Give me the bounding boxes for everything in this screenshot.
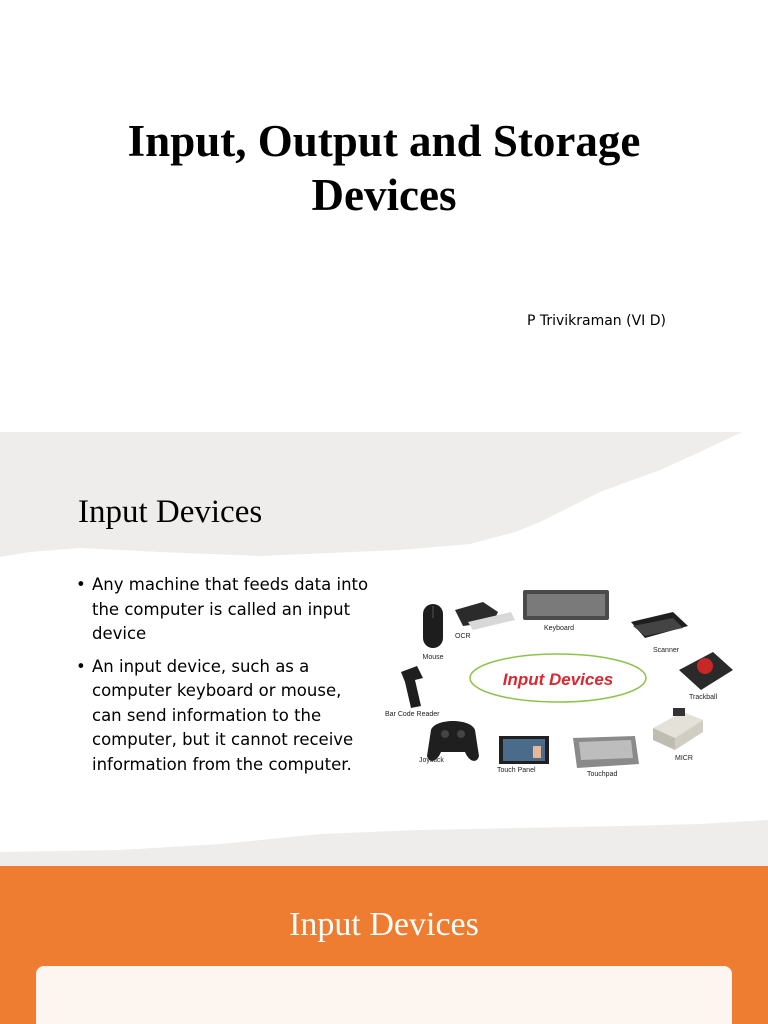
micr-icon: MICR <box>653 708 703 762</box>
slide-heading: Input Devices <box>78 494 263 530</box>
device-label: Touchpad <box>587 771 617 778</box>
device-label: Touch Panel <box>497 767 536 774</box>
center-ellipse <box>469 653 647 703</box>
joystick-icon: Joystick <box>419 721 479 764</box>
device-label: OCR <box>455 633 471 640</box>
title-line-2: Devices <box>311 170 457 220</box>
content-card <box>36 966 732 1024</box>
bullet-icon: • <box>76 656 86 676</box>
title-line-1: Input, Output and Storage <box>127 116 641 166</box>
bullet-item: • An input device, such as a computer key… <box>74 655 374 778</box>
device-label: Keyboard <box>544 625 574 632</box>
title-slide: Input, Output and Storage Devices P Triv… <box>0 0 768 432</box>
bullet-list: • Any machine that feeds data into the co… <box>74 573 374 785</box>
input-devices-diagram: Input Devices Mouse OCR Keyboard Scanner <box>385 590 733 778</box>
device-label: Scanner <box>653 647 680 654</box>
torn-paper-background <box>0 432 768 866</box>
device-label: MICR <box>675 755 693 762</box>
presentation-title: Input, Output and Storage Devices <box>0 114 768 222</box>
input-devices-slide-2: Input Devices <box>0 866 768 1024</box>
device-label: Joystick <box>419 757 444 764</box>
barcode-reader-icon: Bar Code Reader <box>385 666 440 718</box>
center-label: Input Devices <box>503 670 614 689</box>
slide-heading: Input Devices <box>289 906 479 943</box>
author-name: P Trivikraman (VI D) <box>526 313 666 329</box>
device-label: Mouse <box>422 654 443 661</box>
scanner-icon: Scanner <box>631 612 688 654</box>
bullet-item: • Any machine that feeds data into the co… <box>74 573 374 647</box>
mouse-icon: Mouse <box>422 604 444 661</box>
touchpad-icon: Touchpad <box>573 736 639 778</box>
trackball-icon: Trackball <box>679 652 733 701</box>
bullet-icon: • <box>76 575 86 594</box>
ocr-icon: OCR <box>455 602 515 640</box>
device-label: Bar Code Reader <box>385 711 440 718</box>
bullet-text: An input device, such as a computer keyb… <box>92 656 354 774</box>
touch-panel-icon: Touch Panel <box>497 736 549 774</box>
device-label: Trackball <box>689 694 718 701</box>
keyboard-icon: Keyboard <box>523 590 609 632</box>
input-devices-slide: Input Devices • Any machine that feeds da… <box>0 432 768 866</box>
bullet-text: Any machine that feeds data into the com… <box>92 575 369 643</box>
